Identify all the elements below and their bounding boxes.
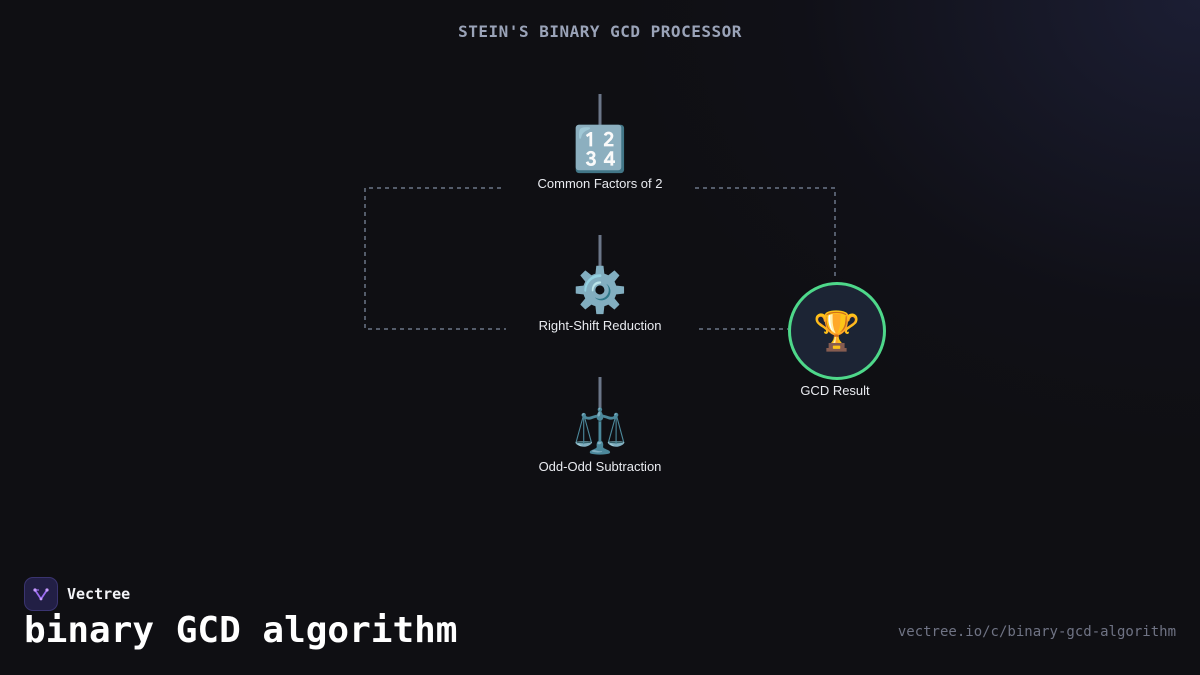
loop-connector-left	[364, 187, 506, 330]
diagram-title: STEIN'S BINARY GCD PROCESSOR	[458, 22, 742, 41]
brand: Vectree	[24, 577, 130, 611]
node-label-right-shift: Right-Shift Reduction	[538, 318, 662, 333]
brand-name: Vectree	[67, 585, 131, 603]
page-heading: binary GCD algorithm	[24, 610, 458, 651]
gear-icon: ⚙️	[572, 265, 628, 316]
gcd-result-node: 🏆	[788, 282, 886, 380]
trophy-icon: 🏆	[813, 308, 861, 353]
connector-to-result-top	[695, 187, 836, 280]
node-label-common-factors: Common Factors of 2	[537, 176, 663, 191]
numbers-icon: 🔢	[572, 124, 628, 175]
node-label-odd-odd: Odd-Odd Subtraction	[538, 459, 662, 474]
vectree-logo-icon	[24, 577, 58, 611]
node-label-gcd-result: GCD Result	[800, 383, 870, 398]
balance-scale-icon: ⚖️	[572, 406, 628, 457]
page-url[interactable]: vectree.io/c/binary-gcd-algorithm	[897, 624, 1176, 640]
